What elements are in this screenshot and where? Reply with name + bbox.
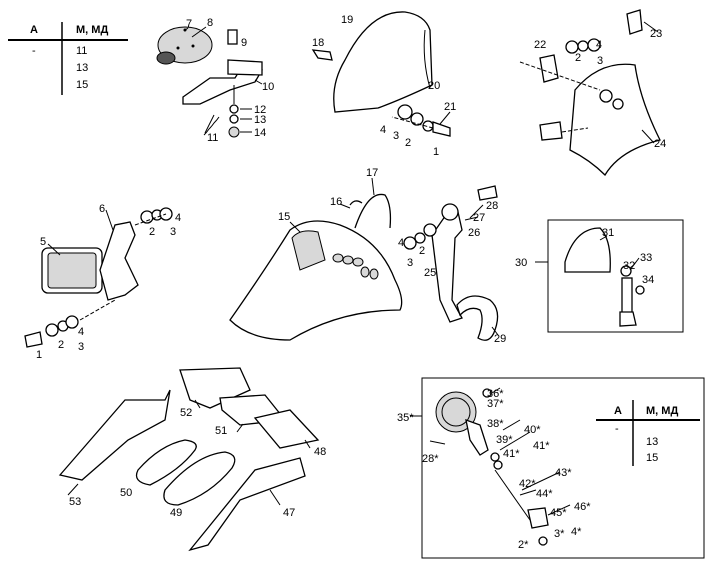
parts-table-inset: А М, МД - 13 15 [596, 400, 700, 466]
table-header-m: М, МД [76, 24, 108, 36]
callout-2: 2 [419, 245, 425, 257]
callout-3: 3 [393, 130, 399, 142]
callout-46: 46* [574, 501, 591, 513]
table-cell: 15 [646, 452, 658, 464]
callout-4: 4 [596, 39, 602, 51]
stand-assembly [403, 185, 499, 341]
callout-30: 30 [515, 257, 527, 269]
callout-50: 50 [120, 487, 132, 499]
callout-27: 27 [473, 212, 485, 224]
callout-33: 33 [640, 252, 652, 264]
callout-21: 21 [444, 101, 456, 113]
callout-3: 3 [78, 341, 84, 353]
callout-13: 13 [254, 114, 266, 126]
callout-28: 28 [486, 200, 498, 212]
callout-1: 1 [36, 349, 42, 361]
callout-37: 37* [487, 398, 504, 410]
callout-2: 2 [149, 226, 155, 238]
callout-24: 24 [654, 138, 666, 150]
callout-35: 35* [397, 412, 414, 424]
callout-17: 17 [366, 167, 378, 179]
fairing-assembly [229, 177, 403, 341]
table-cell: 11 [76, 45, 87, 57]
callout-11: 11 [207, 132, 218, 144]
inset-box-lamp [410, 377, 705, 559]
callout-7: 7 [186, 18, 192, 30]
callout-40: 40* [524, 424, 541, 436]
callout-47: 47 [283, 507, 295, 519]
windshield-assembly [311, 11, 451, 137]
callout-29: 29 [494, 333, 506, 345]
bracket-assembly [156, 26, 263, 138]
callout-4: 4 [380, 124, 386, 136]
callout-34: 34 [642, 274, 654, 286]
table-header-a: А [614, 405, 622, 417]
rear-panel-assembly [519, 9, 661, 177]
callout-19: 19 [341, 14, 353, 26]
callout-41: 41* [503, 448, 520, 460]
callout-44: 44* [536, 488, 553, 500]
callout-5: 5 [40, 236, 46, 248]
table-cell: 13 [646, 436, 658, 448]
floor-panels [58, 367, 320, 552]
callout-4: 4 [175, 212, 181, 224]
callout-45: 45* [550, 507, 567, 519]
callout-23: 23 [650, 28, 662, 40]
callout-31: 31 [602, 227, 614, 239]
callout-2: 2* [518, 539, 529, 551]
callout-32: 32 [623, 260, 635, 272]
headlight-assembly [24, 207, 173, 348]
callout-2: 2 [575, 52, 581, 64]
callout-39: 39* [496, 434, 513, 446]
callout-42: 42* [519, 478, 536, 490]
callout-14: 14 [254, 127, 266, 139]
callout-labels: 1 2 3 4 2 3 4 5 6 7 8 9 10 11 12 13 14 1… [36, 14, 666, 551]
callout-26: 26 [468, 227, 480, 239]
callout-36: 36* [487, 388, 504, 400]
callout-49: 49 [170, 507, 182, 519]
callout-18: 18 [312, 37, 324, 49]
callout-3: 3* [554, 528, 565, 540]
callout-48: 48 [314, 446, 326, 458]
table-cell: 13 [76, 62, 88, 74]
callout-4: 4 [78, 326, 84, 338]
callout-38: 38* [487, 418, 504, 430]
callout-8: 8 [207, 17, 213, 29]
callout-43: 43* [555, 467, 572, 479]
callout-28: 28* [422, 453, 439, 465]
callout-51: 51 [215, 425, 227, 437]
callout-15: 15 [278, 211, 290, 223]
table-header-a: А [30, 24, 38, 36]
callout-9: 9 [241, 37, 247, 49]
callout-25: 25 [424, 267, 436, 279]
callout-1: 1 [433, 146, 439, 158]
callout-22: 22 [534, 39, 546, 51]
callout-3: 3 [597, 55, 603, 67]
table-cell: 15 [76, 79, 88, 91]
callout-41: 41* [533, 440, 550, 452]
callout-2: 2 [58, 339, 64, 351]
table-cell: - [615, 423, 619, 435]
callout-12: 12 [254, 104, 266, 116]
callout-2: 2 [405, 137, 411, 149]
inset-box-30 [535, 219, 684, 333]
callout-4: 4* [571, 526, 582, 538]
table-cell: - [32, 45, 36, 57]
callout-53: 53 [69, 496, 81, 508]
parts-table-top: А М, МД - 11 13 15 [8, 22, 128, 95]
callout-10: 10 [262, 81, 274, 93]
callout-20: 20 [428, 80, 440, 92]
callout-3: 3 [170, 226, 176, 238]
callout-4: 4 [398, 237, 404, 249]
table-header-m: М, МД [646, 405, 678, 417]
callout-52: 52 [180, 407, 192, 419]
callout-3: 3 [407, 257, 413, 269]
callout-16: 16 [330, 196, 342, 208]
callout-6: 6 [99, 203, 105, 215]
